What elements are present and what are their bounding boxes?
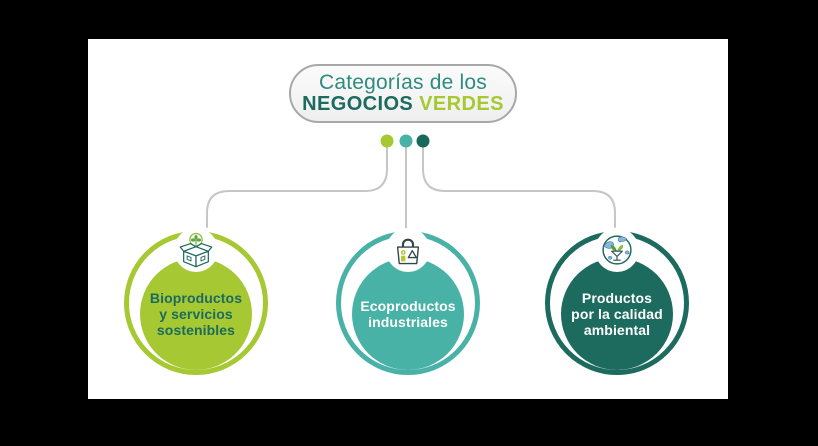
category-label: Bioproductos y servicios sostenibles: [124, 253, 268, 375]
category-fill-circle: [352, 258, 464, 370]
sprout-leaves: [190, 234, 202, 242]
label-line: Ecoproductos: [360, 298, 456, 314]
category-label: Productos por la calidad ambiental: [545, 253, 689, 375]
box-windows: [186, 254, 206, 262]
label-line: Bioproductos: [149, 290, 243, 306]
globe-continents: [603, 236, 630, 260]
label-line: sostenibles: [156, 322, 236, 338]
title-verdes: VERDES: [419, 93, 504, 115]
connector-group: [206, 146, 616, 230]
category-node-productos-calidad: Productos por la calidad ambiental: [545, 228, 689, 375]
title-negocios: NEGOCIOS: [302, 93, 414, 115]
label-line: Productos: [581, 290, 653, 306]
connector-left: [206, 146, 388, 228]
infographic-panel: Categorías de los NEGOCIOS VERDES: [88, 39, 728, 399]
category-node-bioproductos: Bioproductos y servicios sostenibles: [124, 228, 268, 375]
open-box-sprout-icon: [179, 232, 213, 267]
label-line: industriales: [368, 314, 448, 330]
category-icon-badge: [174, 228, 218, 272]
dot-bioproductos: [380, 134, 394, 148]
category-icon-badge: [595, 228, 639, 272]
open-box: [179, 242, 213, 267]
category-label: Ecoproductos industriales: [336, 253, 480, 375]
dot-productos-calidad: [416, 134, 430, 148]
title-line1: Categorías de los: [319, 71, 487, 94]
title-line2: NEGOCIOS VERDES: [302, 94, 504, 115]
title-pill: Categorías de los NEGOCIOS VERDES: [289, 64, 517, 123]
recycle-bag-icon: [396, 238, 420, 264]
globe-plant-icon: [602, 235, 632, 265]
eco-figure: [400, 249, 406, 261]
category-fill-circle: [561, 258, 673, 370]
label-line: ambiental: [583, 322, 651, 338]
category-icon-badge: [386, 228, 430, 272]
label-line: por la calidad: [571, 306, 663, 322]
bag-handle: [401, 238, 415, 247]
dot-ecoproductos: [399, 134, 413, 148]
category-fill-circle: [140, 258, 252, 370]
plant-in-glass: [610, 244, 624, 261]
label-line: y servicios: [159, 306, 233, 322]
recycle-triangle: [407, 249, 417, 258]
connector-right: [422, 146, 616, 228]
category-node-ecoproductos: Ecoproductos industriales: [336, 228, 480, 375]
connector-lines: [206, 134, 616, 230]
